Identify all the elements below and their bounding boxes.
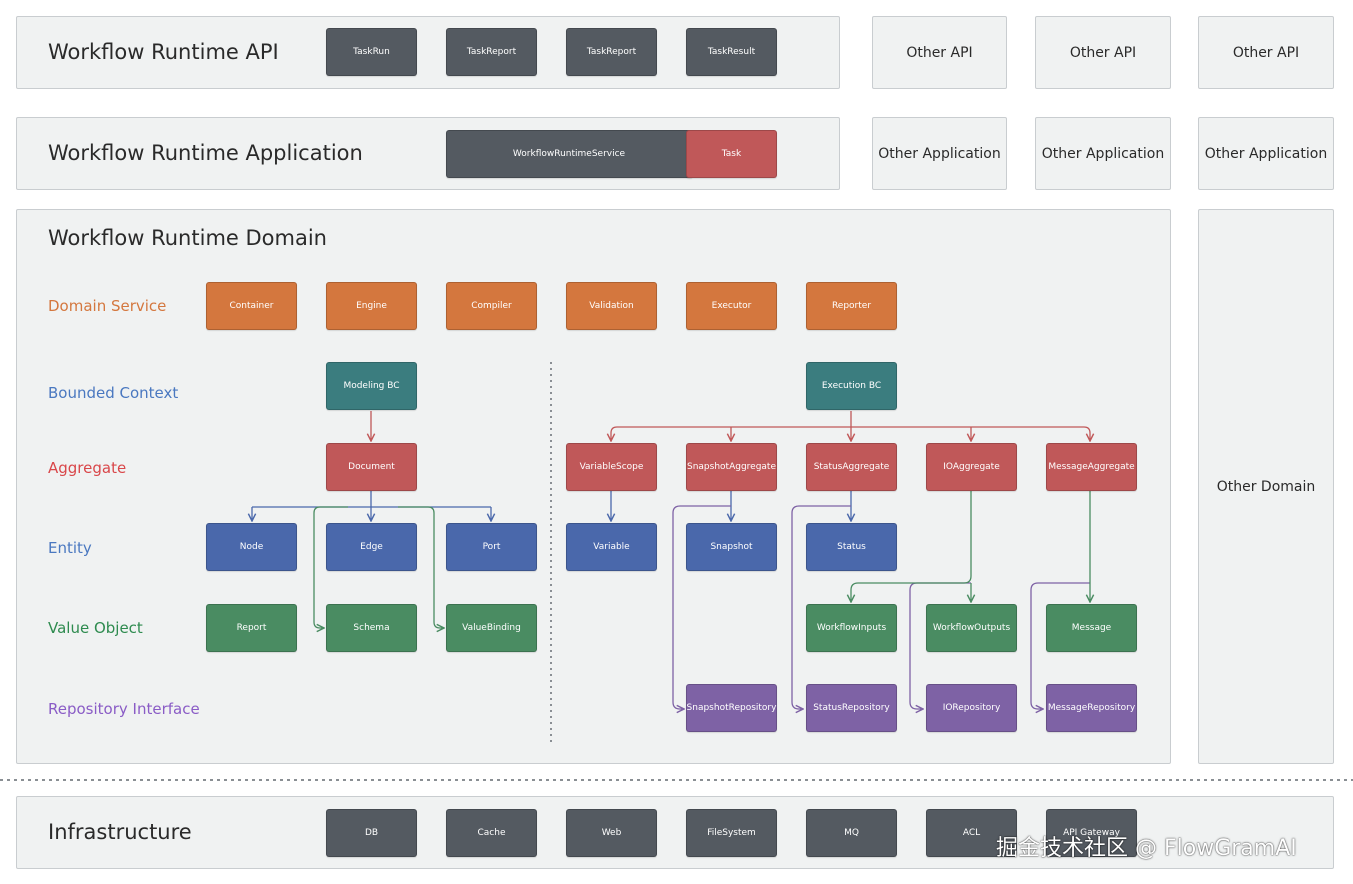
value-object-workflowinputs: WorkflowInputs: [806, 604, 897, 652]
entity-snapshot: Snapshot: [686, 523, 777, 571]
infra-cache: Cache: [446, 809, 537, 857]
row-label-value-object: Value Object: [48, 619, 143, 637]
other-application-box: Other Application: [1035, 117, 1171, 190]
other-api-box: Other API: [1198, 16, 1334, 89]
domain-service-container: Container: [206, 282, 297, 330]
aggregate-status: StatusAggregate: [806, 443, 897, 491]
infrastructure-layer-title: Infrastructure: [48, 820, 192, 844]
row-label-aggregate: Aggregate: [48, 459, 127, 477]
repository-status: StatusRepository: [806, 684, 897, 732]
aggregate-variablescope: VariableScope: [566, 443, 657, 491]
other-api-box: Other API: [872, 16, 1007, 89]
entity-status: Status: [806, 523, 897, 571]
entity-edge: Edge: [326, 523, 417, 571]
execution-bc-box: Execution BC: [806, 362, 897, 410]
row-label-domain-service: Domain Service: [48, 297, 167, 315]
entity-port: Port: [446, 523, 537, 571]
api-layer-title: Workflow Runtime API: [48, 40, 279, 64]
domain-service-engine: Engine: [326, 282, 417, 330]
infra-api-gateway: API Gateway: [1046, 809, 1137, 857]
infra-web: Web: [566, 809, 657, 857]
repository-message: MessageRepository: [1046, 684, 1137, 732]
application-layer-title: Workflow Runtime Application: [48, 141, 363, 165]
aggregate-snapshot: SnapshotAggregate: [686, 443, 777, 491]
domain-service-validation: Validation: [566, 282, 657, 330]
aggregate-document: Document: [326, 443, 417, 491]
api-item-taskrun: TaskRun: [326, 28, 417, 76]
other-application-box: Other Application: [872, 117, 1007, 190]
other-domain-box: Other Domain: [1198, 209, 1334, 764]
other-api-box: Other API: [1035, 16, 1171, 89]
domain-service-compiler: Compiler: [446, 282, 537, 330]
value-object-message: Message: [1046, 604, 1137, 652]
api-item-taskreport: TaskReport: [566, 28, 657, 76]
infra-acl: ACL: [926, 809, 1017, 857]
domain-service-reporter: Reporter: [806, 282, 897, 330]
other-application-box: Other Application: [1198, 117, 1334, 190]
value-object-report: Report: [206, 604, 297, 652]
task-box: Task: [686, 130, 777, 178]
api-item-taskreport: TaskReport: [446, 28, 537, 76]
entity-node: Node: [206, 523, 297, 571]
domain-layer-title: Workflow Runtime Domain: [48, 226, 327, 250]
infra-filesystem: FileSystem: [686, 809, 777, 857]
row-label-bounded-context: Bounded Context: [48, 384, 179, 402]
value-object-schema: Schema: [326, 604, 417, 652]
workflow-runtime-service-box: WorkflowRuntimeService: [446, 130, 692, 178]
value-object-valuebinding: ValueBinding: [446, 604, 537, 652]
api-item-taskresult: TaskResult: [686, 28, 777, 76]
watermark: 掘金技术社区 @ FlowGramAI: [996, 836, 1297, 861]
infra-mq: MQ: [806, 809, 897, 857]
row-label-entity: Entity: [48, 539, 92, 557]
aggregate-io: IOAggregate: [926, 443, 1017, 491]
modeling-bc-box: Modeling BC: [326, 362, 417, 410]
entity-variable: Variable: [566, 523, 657, 571]
value-object-workflowoutputs: WorkflowOutputs: [926, 604, 1017, 652]
row-label-repository-interface: Repository Interface: [48, 700, 200, 718]
repository-io: IORepository: [926, 684, 1017, 732]
infra-db: DB: [326, 809, 417, 857]
domain-service-executor: Executor: [686, 282, 777, 330]
repository-snapshot: SnapshotRepository: [686, 684, 777, 732]
aggregate-message: MessageAggregate: [1046, 443, 1137, 491]
